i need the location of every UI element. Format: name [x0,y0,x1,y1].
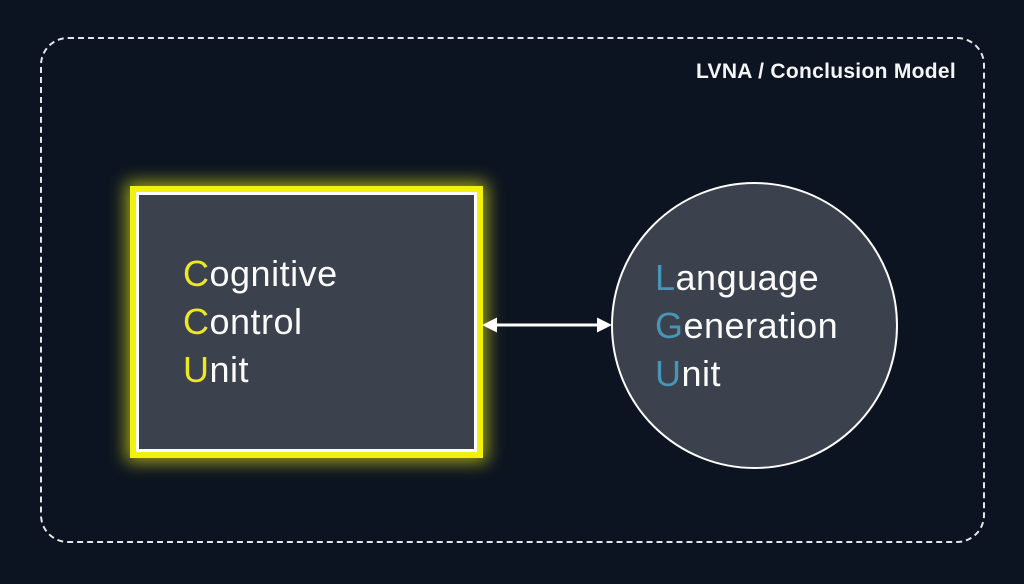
node-label: Cognitive Control Unit [183,250,338,394]
label-rest: ontrol [209,301,303,342]
label-initial: C [183,253,210,294]
label-rest: nit [681,352,722,394]
label-rest: nit [209,349,250,390]
label-initial: L [655,256,676,298]
label-initial: U [655,352,682,394]
diagram-title: LVNA / Conclusion Model [695,60,956,83]
node-language-generation-unit: Language Generation Unit [611,182,898,469]
arrowhead-left [482,317,497,333]
label-rest: eneration [683,304,839,346]
label-line: Control [183,298,338,346]
label-initial: C [183,301,210,342]
node-cognitive-control-unit: Cognitive Control Unit [136,192,477,452]
label-line: Unit [655,350,838,398]
double-arrow-connector [482,317,612,333]
label-line: Language [655,254,838,302]
label-rest: ognitive [209,253,338,294]
label-initial: U [183,349,210,390]
dashed-boundary-frame [40,37,985,543]
label-line: Cognitive [183,250,338,298]
label-initial: G [655,304,684,346]
arrowhead-right [597,317,612,333]
node-label: Language Generation Unit [655,254,838,398]
label-rest: anguage [675,256,820,298]
label-line: Unit [183,346,338,394]
label-line: Generation [655,302,838,350]
